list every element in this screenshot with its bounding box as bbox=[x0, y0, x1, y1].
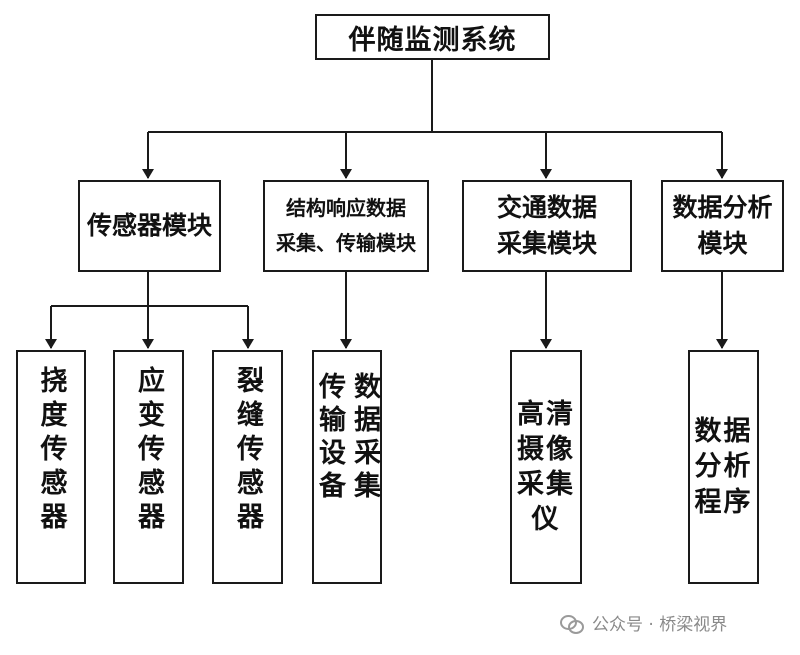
module-label-traffic: 交通数据 采集模块 bbox=[496, 192, 597, 258]
leaf-label-acquisition-device: 数据采集 传输设备 bbox=[314, 372, 381, 504]
leaf-label-crack-sensor: 裂缝传感器 bbox=[232, 366, 264, 536]
watermark-text: 公众号 · 桥梁视界 bbox=[592, 615, 728, 635]
wechat-icon bbox=[560, 613, 584, 634]
leaf-label-hd-camera: 高清 摄像 采集 仪 bbox=[517, 398, 575, 536]
leaf-label-analysis-program: 数据 分析 程序 bbox=[694, 416, 753, 518]
root-label: 伴随监测系统 bbox=[348, 24, 517, 56]
module-label-analysis: 数据分析 模块 bbox=[672, 192, 773, 258]
leaf-box-strain-sensor: 应变传感器 bbox=[113, 350, 184, 584]
module-box-sensor: 传感器模块 bbox=[78, 180, 221, 272]
leaf-box-hd-camera: 高清 摄像 采集 仪 bbox=[510, 350, 582, 584]
leaf-label-deflection-sensor: 挠度传感器 bbox=[35, 366, 67, 536]
module-label-sensor: 传感器模块 bbox=[86, 210, 212, 240]
module-label-structure-response: 结构响应数据 采集、传输模块 bbox=[276, 196, 416, 255]
leaf-box-deflection-sensor: 挠度传感器 bbox=[16, 350, 86, 584]
watermark: 公众号 · 桥梁视界 bbox=[560, 610, 727, 635]
leaf-label-strain-sensor: 应变传感器 bbox=[133, 366, 165, 536]
leaf-box-acquisition-device: 数据采集 传输设备 bbox=[312, 350, 382, 584]
root-box: 伴随监测系统 bbox=[315, 14, 550, 60]
leaf-box-analysis-program: 数据 分析 程序 bbox=[688, 350, 759, 584]
module-box-analysis: 数据分析 模块 bbox=[661, 180, 784, 272]
module-box-structure-response: 结构响应数据 采集、传输模块 bbox=[263, 180, 429, 272]
leaf-box-crack-sensor: 裂缝传感器 bbox=[212, 350, 283, 584]
module-box-traffic: 交通数据 采集模块 bbox=[462, 180, 632, 272]
